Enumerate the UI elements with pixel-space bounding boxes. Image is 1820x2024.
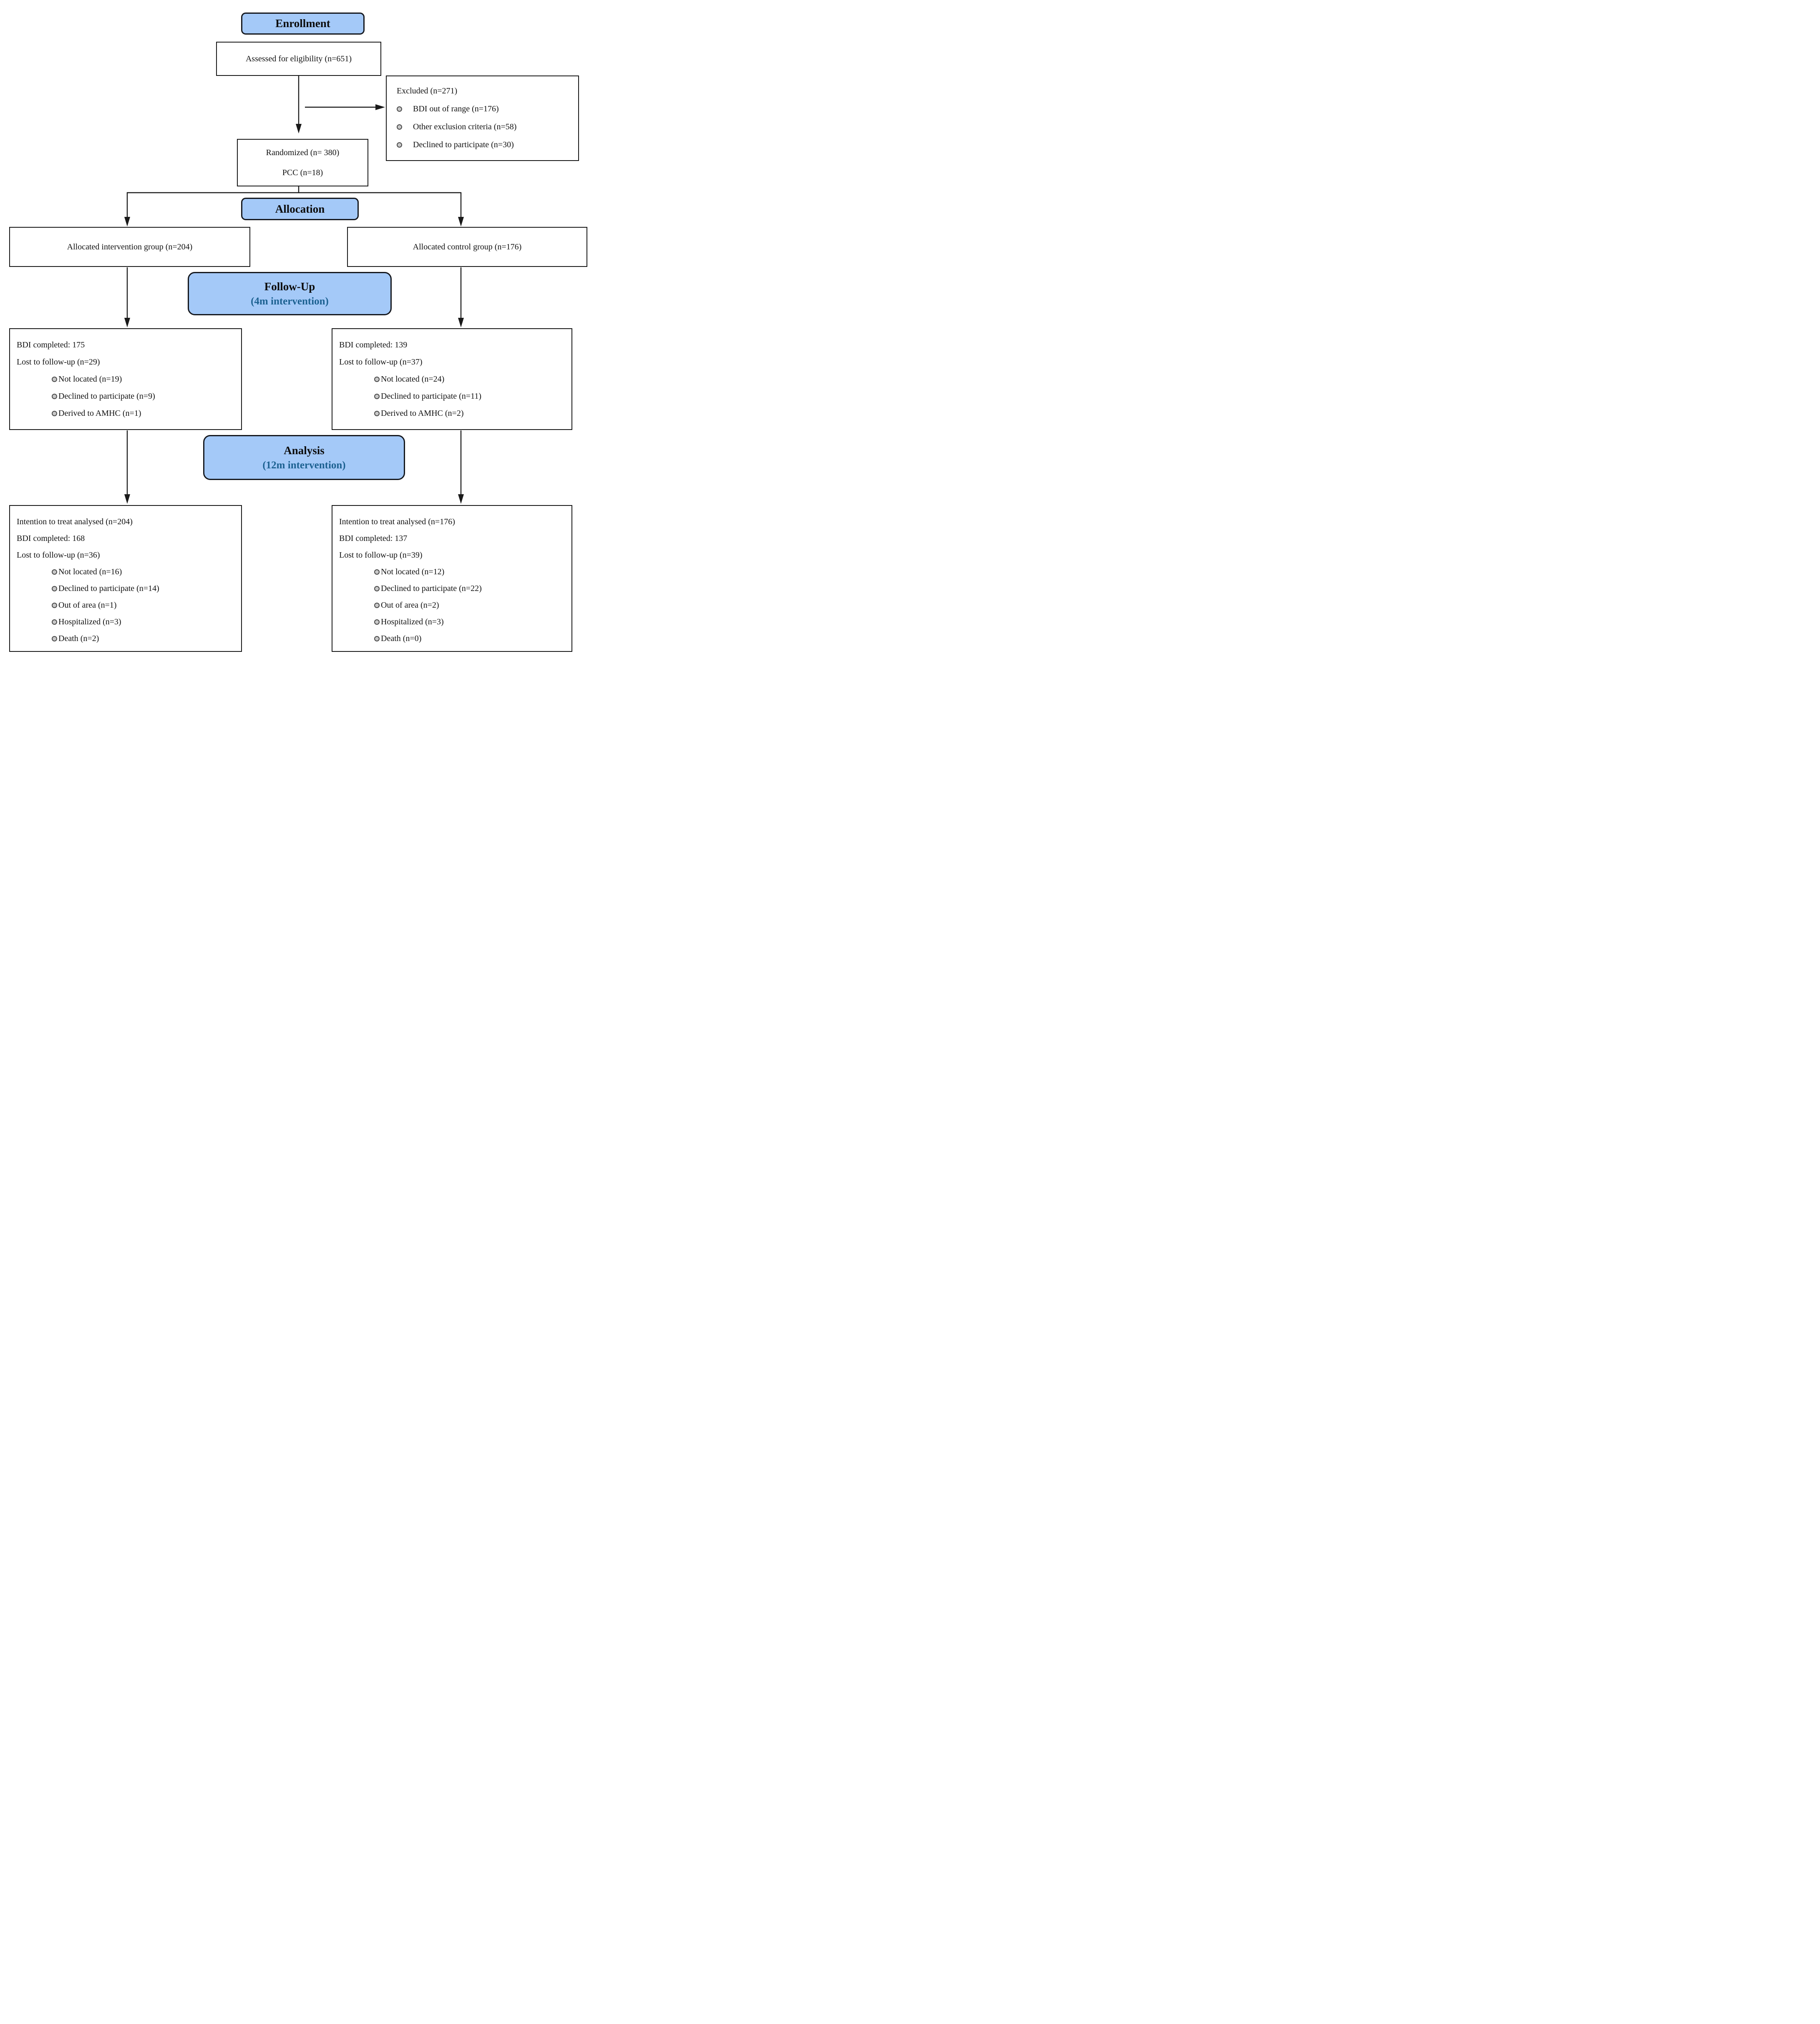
followup-intervention-bullet: Declined to participate (n=9) xyxy=(17,388,238,405)
bullet-circle-icon xyxy=(374,602,380,608)
assessed-box: Assessed for eligibility (n=651) xyxy=(216,42,381,76)
followup-control-bullet: Derived to AMHC (n=2) xyxy=(339,405,568,422)
bullet-circle-icon xyxy=(52,569,57,575)
bullet-circle-icon xyxy=(52,377,57,382)
randomized-box: Randomized (n= 380) PCC (n=18) xyxy=(237,139,368,186)
followup-banner-label: Follow-Up xyxy=(264,280,315,293)
arrow-to-excluded xyxy=(305,104,385,110)
arrow-intervention-to-analysis xyxy=(124,430,130,504)
randomized-line2: PCC (n=18) xyxy=(282,168,323,177)
analysis-control-bullet: Hospitalized (n=3) xyxy=(339,613,568,630)
followup-intervention-box: BDI completed: 175 Lost to follow-up (n=… xyxy=(9,328,242,430)
bullet-circle-icon xyxy=(374,586,380,591)
bullet-circle-icon xyxy=(52,394,57,399)
analysis-intervention-line: Intention to treat analysed (n=204) xyxy=(17,517,133,526)
consort-flow-diagram: Enrollment Assessed for eligibility (n=6… xyxy=(0,0,593,659)
arrow-intervention-to-followup xyxy=(124,267,130,327)
enrollment-banner: Enrollment xyxy=(241,13,365,35)
followup-control-line: Lost to follow-up (n=37) xyxy=(339,357,423,367)
bullet-circle-icon xyxy=(52,411,57,416)
analysis-intervention-bullet: Not located (n=16) xyxy=(17,563,238,580)
analysis-intervention-bullet: Hospitalized (n=3) xyxy=(17,613,238,630)
bullet-circle-icon xyxy=(397,106,402,112)
assessed-text: Assessed for eligibility (n=651) xyxy=(245,54,352,63)
followup-control-line: BDI completed: 139 xyxy=(339,340,408,349)
bullet-circle-icon xyxy=(52,619,57,625)
analysis-control-line: Intention to treat analysed (n=176) xyxy=(339,517,455,526)
followup-intervention-line: BDI completed: 175 xyxy=(17,340,85,349)
analysis-intervention-line: BDI completed: 168 xyxy=(17,533,85,543)
analysis-intervention-box: Intention to treat analysed (n=204) BDI … xyxy=(9,505,242,652)
bullet-circle-icon xyxy=(374,394,380,399)
followup-intervention-bullet: Derived to AMHC (n=1) xyxy=(17,405,238,422)
analysis-banner-subtitle: (12m intervention) xyxy=(262,459,346,471)
allocated-intervention-box: Allocated intervention group (n=204) xyxy=(9,227,250,267)
analysis-banner: Analysis (12m intervention) xyxy=(203,435,405,480)
allocation-banner-label: Allocation xyxy=(275,202,325,215)
bullet-circle-icon xyxy=(374,377,380,382)
bullet-circle-icon xyxy=(397,142,402,148)
allocated-intervention-text: Allocated intervention group (n=204) xyxy=(67,242,193,251)
analysis-control-bullet: Death (n=0) xyxy=(339,630,568,647)
bullet-circle-icon xyxy=(52,586,57,591)
allocated-control-box: Allocated control group (n=176) xyxy=(347,227,587,267)
excluded-item: BDI out of range (n=176) xyxy=(397,100,575,118)
analysis-intervention-bullet: Declined to participate (n=14) xyxy=(17,580,238,597)
analysis-control-line: BDI completed: 137 xyxy=(339,533,408,543)
allocated-control-text: Allocated control group (n=176) xyxy=(413,242,522,251)
followup-banner-subtitle: (4m intervention) xyxy=(251,295,329,307)
analysis-intervention-bullet: Out of area (n=1) xyxy=(17,597,238,613)
bullet-circle-icon xyxy=(397,124,402,130)
bullet-circle-icon xyxy=(374,636,380,641)
enrollment-banner-label: Enrollment xyxy=(275,17,330,30)
analysis-control-bullet: Out of area (n=2) xyxy=(339,597,568,613)
excluded-title: Excluded (n=271) xyxy=(397,86,458,96)
randomized-line1: Randomized (n= 380) xyxy=(266,148,340,157)
arrow-control-to-followup xyxy=(458,267,464,327)
flow-connectors xyxy=(124,76,464,504)
followup-intervention-bullet: Not located (n=19) xyxy=(17,371,238,388)
followup-control-bullet: Declined to participate (n=11) xyxy=(339,388,568,405)
analysis-control-bullet: Declined to participate (n=22) xyxy=(339,580,568,597)
bullet-circle-icon xyxy=(374,619,380,625)
excluded-item: Declined to participate (n=30) xyxy=(397,136,575,154)
analysis-intervention-bullet: Death (n=2) xyxy=(17,630,238,647)
split-rail-randomized xyxy=(127,186,461,194)
excluded-item: Other exclusion criteria (n=58) xyxy=(397,118,575,136)
bullet-circle-icon xyxy=(374,411,380,416)
arrow-control-to-analysis xyxy=(458,430,464,504)
followup-banner: Follow-Up (4m intervention) xyxy=(188,272,392,315)
bullet-circle-icon xyxy=(52,636,57,641)
bullet-circle-icon xyxy=(52,602,57,608)
analysis-control-line: Lost to follow-up (n=39) xyxy=(339,550,423,560)
followup-control-box: BDI completed: 139 Lost to follow-up (n=… xyxy=(332,328,572,430)
analysis-control-bullet: Not located (n=12) xyxy=(339,563,568,580)
arrow-to-allocated-intervention xyxy=(124,192,130,226)
allocation-banner: Allocation xyxy=(241,198,359,220)
followup-intervention-line: Lost to follow-up (n=29) xyxy=(17,357,100,367)
arrow-to-allocated-control xyxy=(458,192,464,226)
excluded-box: Excluded (n=271) BDI out of range (n=176… xyxy=(386,75,579,161)
arrow-assessed-to-randomized xyxy=(296,76,302,133)
analysis-intervention-line: Lost to follow-up (n=36) xyxy=(17,550,100,560)
analysis-banner-label: Analysis xyxy=(284,444,325,457)
followup-control-bullet: Not located (n=24) xyxy=(339,371,568,388)
bullet-circle-icon xyxy=(374,569,380,575)
analysis-control-box: Intention to treat analysed (n=176) BDI … xyxy=(332,505,572,652)
